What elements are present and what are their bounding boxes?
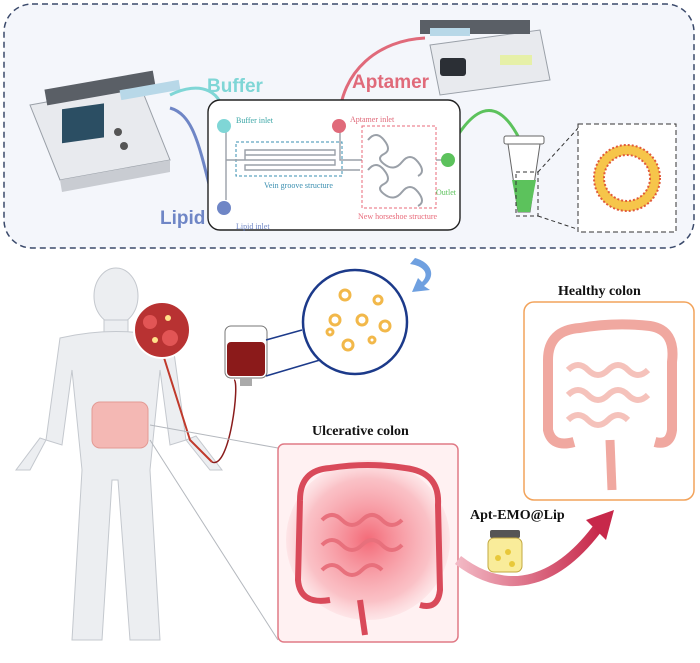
vein-line	[159, 344, 213, 463]
process-arrow	[410, 258, 432, 292]
vein-groove-label: Vein groove structure	[264, 181, 333, 190]
blood-vessel-zoom	[133, 301, 191, 359]
healthy-colon-title: Healthy colon	[558, 284, 641, 299]
lipid-inlet-label: Lipid inlet	[236, 222, 270, 231]
outlet-label: Outlet	[436, 188, 456, 197]
human-body	[15, 267, 224, 641]
aptamer-inlet-label: Aptamer inlet	[350, 115, 395, 124]
iv-bag	[224, 325, 268, 386]
syringe-pump-right	[420, 20, 551, 96]
iv-line	[211, 379, 237, 463]
liposome-particles	[325, 288, 392, 352]
aptamer-label: Aptamer	[352, 72, 430, 93]
liposome-zoom	[301, 268, 409, 376]
healthy-frame	[523, 301, 695, 501]
buffer-inlet-label: Buffer inlet	[236, 116, 273, 125]
healthy-colon	[543, 319, 678, 491]
syringe-pump-left	[29, 70, 181, 192]
horseshoe-channels	[367, 134, 423, 207]
buffer-label: Buffer	[207, 76, 263, 97]
horseshoe-box	[361, 125, 437, 209]
outlet-dot	[441, 153, 455, 167]
colon-in-body	[91, 401, 149, 449]
treatment-arrow	[454, 522, 605, 587]
horseshoe-label: New horseshoe structure	[358, 212, 438, 221]
vein-groove-box	[235, 141, 343, 177]
drug-bottle	[487, 530, 523, 573]
ulcerative-colon-title: Ulcerative colon	[312, 424, 409, 439]
aptamer-inlet-dot	[332, 119, 346, 133]
lipid-inlet-dot	[217, 201, 231, 215]
buffer-inlet-dot	[217, 119, 231, 133]
lipid-label: Lipid	[160, 208, 206, 229]
drug-label: Apt-EMO@Lip	[470, 508, 565, 523]
